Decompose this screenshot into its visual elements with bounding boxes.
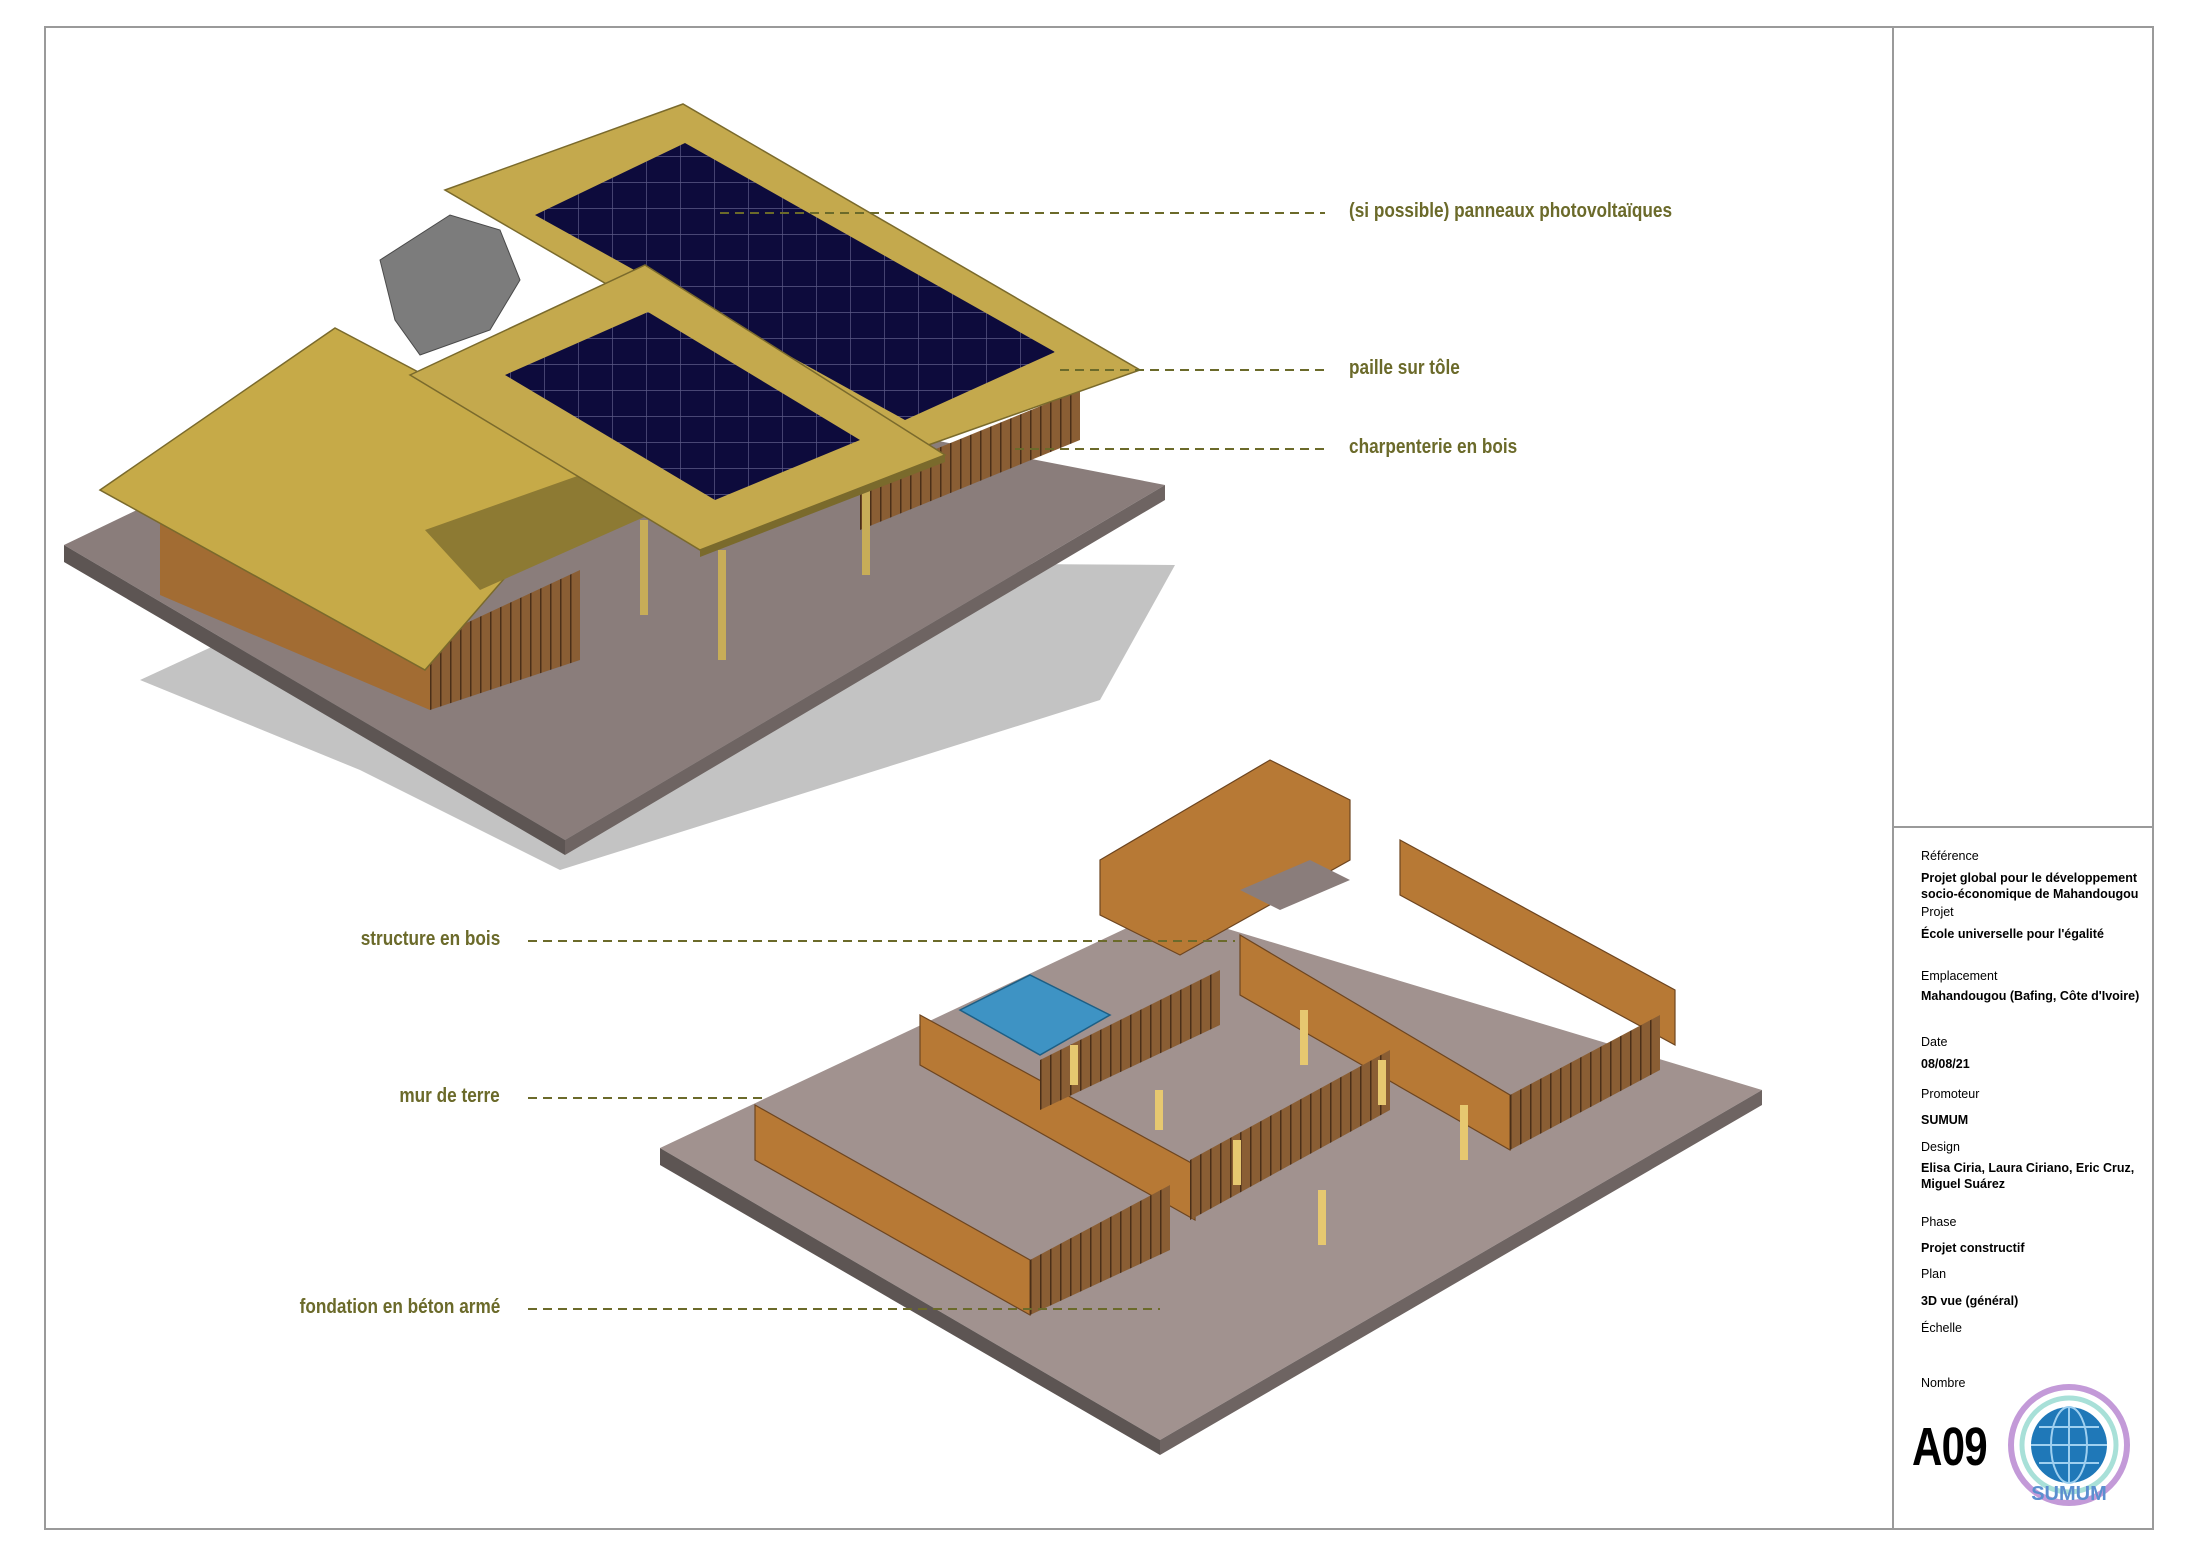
design-value-line1: Elisa Ciria, Laura Ciriano, Eric Cruz, (1921, 1161, 2135, 1175)
logo-text: SUMUM (2031, 1483, 2107, 1505)
callout-straw-roof: paille sur tôle (1349, 357, 1460, 379)
wood-post (1070, 1045, 1078, 1085)
drawing-frame (44, 26, 2154, 1530)
slatted-wall (1030, 1185, 1170, 1315)
reference-label: Référence (1921, 849, 1979, 863)
promoter-value: SUMUM (1921, 1113, 1969, 1127)
number-label: Nombre (1921, 1376, 1966, 1390)
earth-wall-middle (919, 1013, 1196, 1222)
slatted-wall (1510, 1015, 1660, 1150)
latrine-block-roofless (1099, 759, 1351, 956)
foundation-slab-side (1160, 1090, 1762, 1455)
project-label: Projet (1921, 905, 1954, 919)
sumum-logo: SUMUM (2008, 1384, 2130, 1506)
wood-post (1155, 1090, 1163, 1130)
wood-post (1233, 1140, 1241, 1185)
design-value-line2: Miguel Suárez (1921, 1177, 2006, 1191)
latrine-steps (1240, 860, 1350, 910)
scale-label: Échelle (1921, 1321, 1962, 1335)
location-value: Mahandougou (Bafing, Côte d'Ivoire) (1921, 989, 2140, 1003)
plan-label: Plan (1921, 1267, 1947, 1281)
callout-earth-wall: mur de terre (399, 1085, 500, 1107)
earth-wall-right (1399, 838, 1676, 1047)
rock (379, 214, 521, 356)
wood-post (1460, 1105, 1468, 1160)
design-label: Design (1921, 1140, 1960, 1154)
water-basin (958, 974, 1112, 1056)
phase-value: Projet constructif (1921, 1241, 2025, 1255)
location-label: Emplacement (1921, 969, 1998, 983)
callout-pv-panels: (si possible) panneaux photovoltaïques (1349, 200, 1673, 222)
earth-wall-left (160, 520, 430, 710)
wood-post (1318, 1190, 1326, 1245)
foundation-slab-edge (660, 1148, 1160, 1455)
roof-shadow-under (425, 468, 660, 590)
slatted-wall-right (860, 390, 1080, 530)
callout-wood-structure: structure en bois (360, 928, 500, 950)
solar-panels-front (505, 312, 860, 500)
front-roof-edge (700, 455, 945, 557)
roofless-building-view (660, 759, 1762, 1455)
reference-value-line1: Projet global pour le développement (1921, 871, 2138, 885)
wood-post (1300, 1010, 1308, 1065)
roofed-building-view (64, 103, 1175, 870)
callout-timber-frame: charpenterie en bois (1349, 436, 1518, 458)
sheet-number: A09 (1912, 1417, 1988, 1477)
wood-post (640, 520, 648, 615)
project-value: École universelle pour l'égalité (1921, 927, 2104, 941)
wood-post (1378, 1060, 1386, 1105)
wood-post (862, 470, 870, 575)
leader-lines (528, 212, 1325, 1310)
foundation-slab-side (565, 485, 1165, 855)
plan-value: 3D vue (général) (1921, 1294, 2019, 1308)
callout-foundation: fondation en béton armé (299, 1296, 500, 1318)
slatted-wall (430, 570, 580, 710)
solar-panels-back (535, 143, 1055, 420)
phase-label: Phase (1921, 1215, 1957, 1229)
date-value: 08/08/21 (1921, 1057, 1970, 1071)
title-block-separator (1894, 826, 2154, 828)
slatted-wall (1040, 970, 1220, 1110)
wood-post (718, 550, 726, 660)
title-block: Référence Projet global pour le développ… (1892, 26, 2154, 1530)
foundation-slab-edge (64, 545, 565, 855)
date-label: Date (1921, 1035, 1948, 1049)
reference-value-line2: socio-économique de Mahandougou (1921, 887, 2139, 901)
promoter-label: Promoteur (1921, 1087, 1980, 1101)
